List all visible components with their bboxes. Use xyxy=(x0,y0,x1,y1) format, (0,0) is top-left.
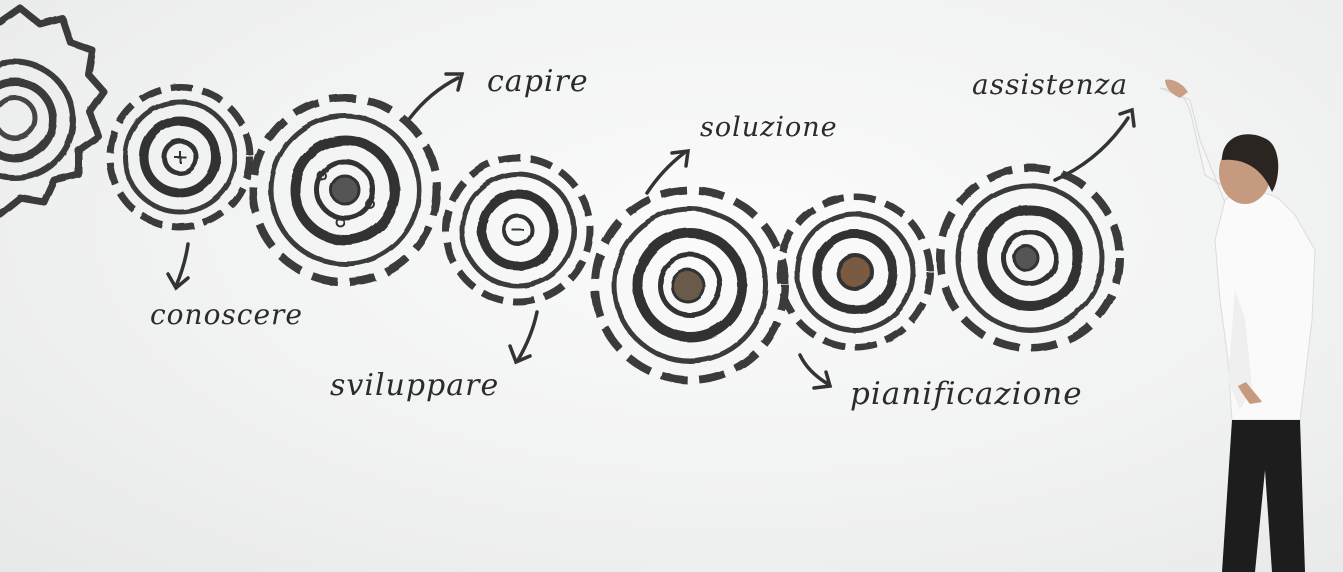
label-pianificazione: pianificazione xyxy=(850,376,1083,412)
label-conoscere: conoscere xyxy=(150,298,303,331)
label-sviluppare: sviluppare xyxy=(330,368,499,403)
gear-icon xyxy=(446,158,590,302)
gear-icon xyxy=(0,8,104,214)
arrow-icon xyxy=(168,244,188,288)
gear-icon xyxy=(780,197,930,347)
arrow-icon xyxy=(410,74,462,118)
gear-icon xyxy=(595,190,785,380)
gear-icon xyxy=(253,98,437,282)
arrow-icon xyxy=(800,355,830,388)
label-assistenza: assistenza xyxy=(972,68,1128,101)
gear-icon xyxy=(940,168,1120,348)
arrow-icon xyxy=(1055,110,1134,180)
label-soluzione: soluzione xyxy=(700,112,838,143)
arrow-icon xyxy=(510,312,537,362)
gear-icon xyxy=(110,87,250,227)
person-figure xyxy=(1160,80,1315,572)
label-capire: capire xyxy=(487,64,589,99)
